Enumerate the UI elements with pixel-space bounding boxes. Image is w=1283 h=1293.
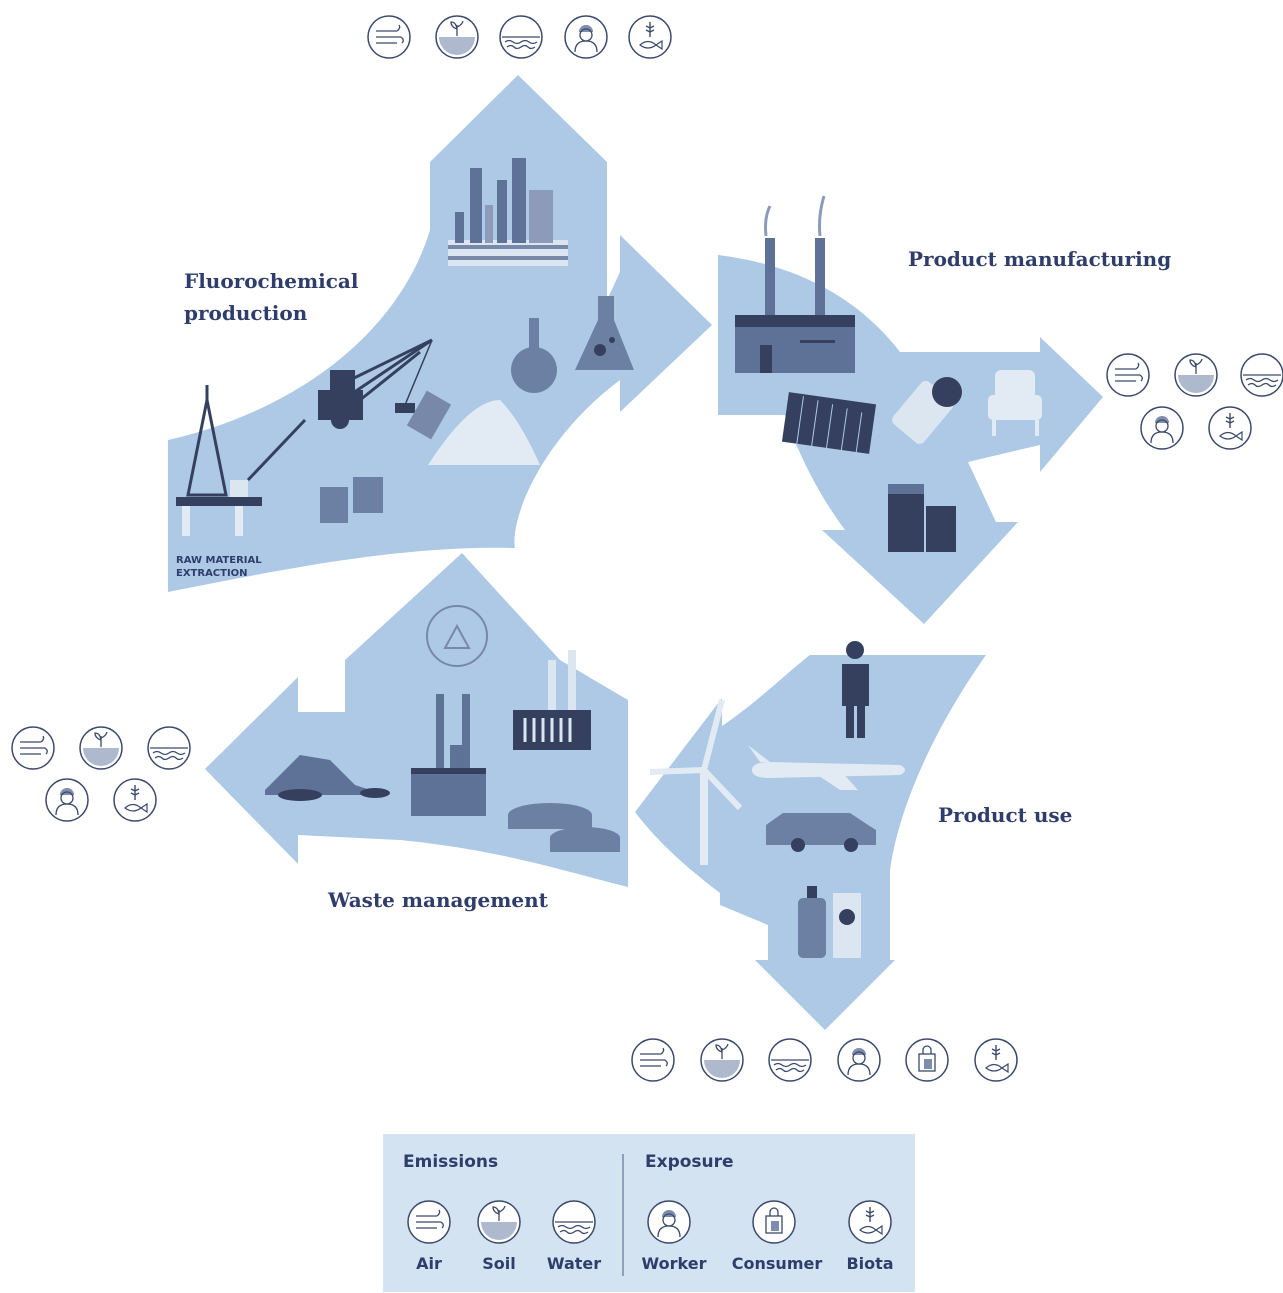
biota-icon	[848, 1200, 892, 1244]
biota-icon	[1208, 406, 1252, 450]
biota-icon	[628, 15, 672, 59]
legend-label-biota: Biota	[846, 1254, 894, 1273]
product-manufacturing-arrow	[718, 255, 1103, 624]
factory-illustration	[735, 195, 855, 373]
containers-illustration	[888, 484, 956, 552]
legend: Emissions Exposure Air Soil Water Worker…	[383, 1134, 915, 1292]
soil-icon	[700, 1038, 744, 1082]
water-icon	[499, 15, 543, 59]
product-manufacturing-label: Product manufacturing	[908, 247, 1172, 271]
soil-icon	[1174, 353, 1218, 397]
landfill-illustration	[265, 755, 390, 801]
water-icon	[552, 1200, 596, 1244]
soil-icon	[79, 726, 123, 770]
product-use-emission-icons	[631, 1038, 1018, 1082]
incinerator-illustration	[513, 650, 591, 750]
fluorochemical-production-label: Fluorochemical production	[184, 265, 359, 329]
biota-icon	[113, 778, 157, 822]
label-line-1: Fluorochemical	[184, 269, 359, 293]
airplane-illustration	[748, 745, 905, 790]
barrels-illustration	[320, 477, 383, 523]
soil-icon	[477, 1200, 521, 1244]
legend-label-consumer: Consumer	[731, 1254, 823, 1273]
worker-icon	[1140, 406, 1184, 450]
waste-plant-illustration	[411, 694, 486, 816]
car-illustration	[766, 813, 876, 852]
dragline-excavator-illustration	[318, 338, 433, 429]
fluorochemical-emission-icons	[367, 15, 672, 59]
raw-material-extraction-label: RAW MATERIAL EXTRACTION	[176, 554, 262, 580]
legend-label-water: Water	[546, 1254, 602, 1273]
legend-label-worker: Worker	[641, 1254, 707, 1273]
mineral-pile-illustration	[406, 390, 540, 465]
water-icon	[768, 1038, 812, 1082]
water-icon	[147, 726, 191, 770]
treatment-tanks-illustration	[508, 803, 620, 852]
label-line-1: RAW MATERIAL	[176, 555, 262, 566]
water-icon	[1240, 353, 1283, 397]
recycle-icon	[426, 605, 488, 667]
legend-divider	[622, 1154, 624, 1276]
air-icon	[367, 15, 411, 59]
wind-turbine-illustration	[649, 699, 743, 865]
oil-rig-illustration	[176, 385, 307, 536]
label-line-2: production	[184, 301, 308, 325]
worker-icon	[647, 1200, 691, 1244]
cosmetics-illustration	[798, 886, 861, 958]
legend-label-soil: Soil	[482, 1254, 516, 1273]
soil-icon	[435, 15, 479, 59]
waste-management-arrow	[205, 553, 628, 887]
waste-management-label: Waste management	[328, 888, 548, 912]
worker-icon	[45, 778, 89, 822]
cylinder-illustration	[892, 377, 962, 444]
manufacturing-emission-icons	[1106, 353, 1283, 450]
air-icon	[407, 1200, 451, 1244]
air-icon	[1106, 353, 1150, 397]
consumer-icon	[752, 1200, 796, 1244]
consumer-icon	[905, 1038, 949, 1082]
solar-panel-illustration	[781, 392, 877, 463]
air-icon	[11, 726, 55, 770]
air-icon	[631, 1038, 675, 1082]
legend-label-air: Air	[416, 1254, 442, 1273]
waste-emission-icons	[11, 726, 191, 822]
round-flask-illustration	[511, 318, 557, 393]
refinery-illustration	[448, 158, 568, 266]
firefighter-illustration	[842, 641, 869, 738]
biota-icon	[974, 1038, 1018, 1082]
worker-icon	[837, 1038, 881, 1082]
worker-icon	[564, 15, 608, 59]
fluorochemical-production-arrow	[168, 75, 712, 592]
label-line-2: EXTRACTION	[176, 568, 248, 579]
armchair-illustration	[988, 370, 1042, 436]
product-use-label: Product use	[938, 803, 1073, 827]
exposure-heading: Exposure	[645, 1152, 734, 1172]
emissions-heading: Emissions	[403, 1152, 499, 1172]
conical-flask-illustration	[575, 296, 634, 370]
